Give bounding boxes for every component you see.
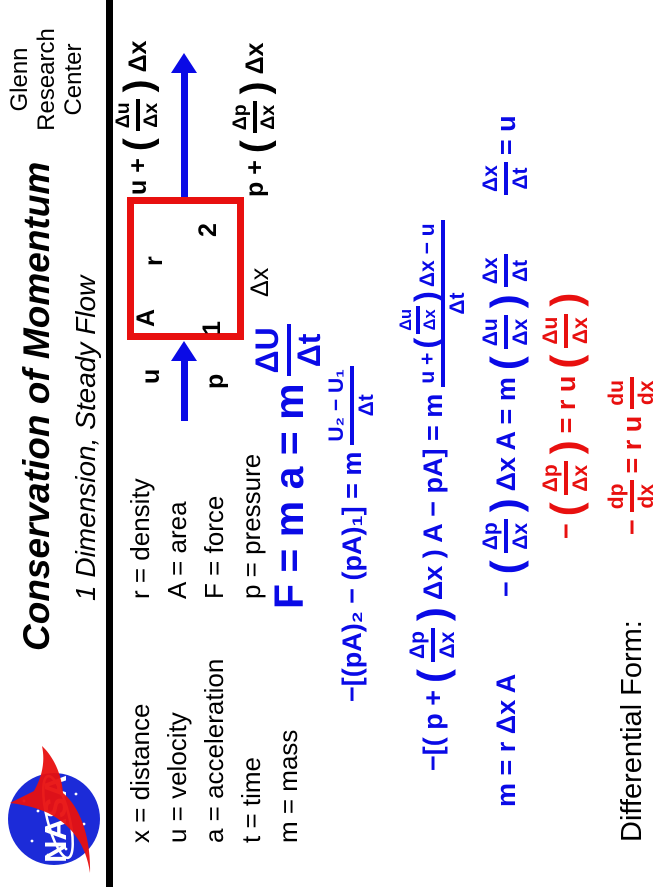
definition-line: u = velocity <box>162 712 192 843</box>
nasa-meatball-icon: NASA <box>8 746 100 873</box>
definition-line: r = density <box>125 478 155 599</box>
station-1-label: 1 <box>198 321 226 335</box>
inlet-arrowhead-icon <box>171 341 197 361</box>
definition-line: x = distance <box>125 703 155 843</box>
inlet-velocity-label: u <box>137 368 165 384</box>
equation-mass-definition: m = r Δx A <box>490 673 521 807</box>
inlet-flow-arrow <box>181 359 188 421</box>
slide-subtitle: 1 Dimension, Steady Flow <box>70 275 101 601</box>
definition-line: m = mass <box>273 729 303 843</box>
definition-line: a = acceleration <box>199 658 229 843</box>
org-line: Glenn <box>6 47 33 112</box>
definition-line: F = force <box>199 495 229 599</box>
density-label: r <box>140 256 168 266</box>
org-line: Center <box>60 43 87 116</box>
definition-line: t = time <box>236 757 266 843</box>
slide-title: Conservation of Momentum <box>16 161 57 651</box>
nasa-logo: NASA <box>4 739 104 879</box>
exit-flow-arrow <box>181 71 188 197</box>
differential-form-label: Differential Form: <box>616 620 648 842</box>
definition-line: A = area <box>162 501 192 599</box>
inlet-pressure-label: p <box>201 373 229 389</box>
station-2-label: 2 <box>194 223 222 237</box>
area-label: A <box>132 308 160 327</box>
org-line: Research <box>33 28 60 131</box>
delta-x-label: Δx <box>246 267 274 297</box>
